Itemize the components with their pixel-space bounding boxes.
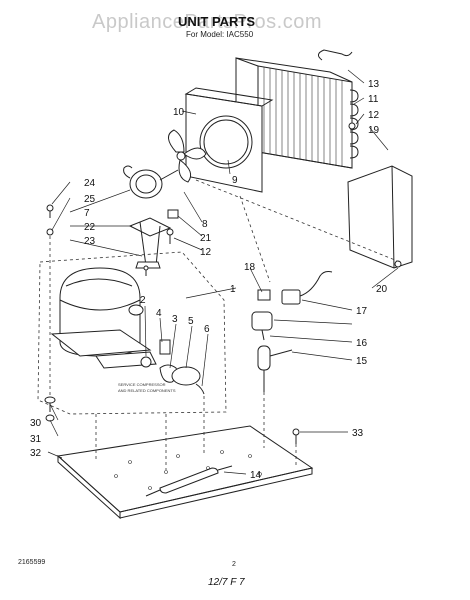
screw-24 <box>46 204 54 218</box>
callout-20: 20 <box>376 284 388 295</box>
page-number: 2 <box>232 561 236 568</box>
fan-motor <box>123 165 179 199</box>
filter-drier <box>257 345 293 392</box>
compressor-inset-frame <box>37 251 227 415</box>
callout-19: 19 <box>368 125 380 136</box>
callout-32: 32 <box>30 448 42 459</box>
callout-3: 3 <box>172 314 178 325</box>
callout-16: 16 <box>356 338 368 349</box>
page-title: UNIT PARTS <box>178 14 255 29</box>
callout-13: 13 <box>368 79 380 90</box>
clip-21 <box>167 209 179 219</box>
date-code: 12/7 F 7 <box>208 577 245 588</box>
callout-5: 5 <box>188 316 194 327</box>
screw-12-upper <box>348 122 356 130</box>
callout-8: 8 <box>202 219 208 230</box>
fan-shroud <box>184 87 274 193</box>
fan-blade <box>168 129 207 183</box>
callout-6: 6 <box>204 324 210 335</box>
callout-30: 30 <box>30 418 42 429</box>
callout-2: 2 <box>140 295 146 306</box>
callout-21: 21 <box>200 233 212 244</box>
model-subtitle: For Model: IAC550 <box>186 30 254 39</box>
callout-22: 22 <box>84 222 96 233</box>
callout-14: 14 <box>250 470 262 481</box>
callout-24: 24 <box>84 178 96 189</box>
motor-mount-bracket <box>128 217 172 269</box>
callout-1: 1 <box>230 284 236 295</box>
condenser-bracket <box>347 165 413 269</box>
document-number: 2165599 <box>18 559 45 566</box>
inset-note-line1: SERVICE COMPRESSOR <box>118 382 166 387</box>
callout-18: 18 <box>244 262 256 273</box>
drain-tube <box>145 465 233 497</box>
callout-12-upper: 12 <box>368 110 380 121</box>
screw-12-lower <box>166 228 174 244</box>
callout-9: 9 <box>232 175 238 186</box>
base-pan <box>56 425 314 520</box>
overload-relay <box>251 271 333 341</box>
inset-note-line2: AND RELATED COMPONENTS <box>118 388 176 393</box>
compressor-terminal-parts <box>140 339 205 395</box>
screw-23 <box>143 265 149 276</box>
callout-25: 25 <box>84 194 96 205</box>
grommet-31 <box>45 414 55 422</box>
compressor <box>50 267 157 369</box>
callout-31: 31 <box>30 434 42 445</box>
capillary-tube <box>318 49 353 61</box>
callout-17: 17 <box>356 306 368 317</box>
screw-33 <box>292 428 300 444</box>
screw-20 <box>394 260 402 268</box>
callout-4: 4 <box>156 308 162 319</box>
callout-15: 15 <box>356 356 368 367</box>
washer-25 <box>46 228 54 236</box>
watermark-text: AppliancePartsPros.com <box>92 11 322 33</box>
callout-33: 33 <box>352 428 364 439</box>
callout-12-lower: 12 <box>200 247 212 258</box>
callout-11: 11 <box>368 94 379 105</box>
callout-23: 23 <box>84 236 96 247</box>
callout-7: 7 <box>84 208 90 219</box>
callout-10: 10 <box>173 107 185 118</box>
